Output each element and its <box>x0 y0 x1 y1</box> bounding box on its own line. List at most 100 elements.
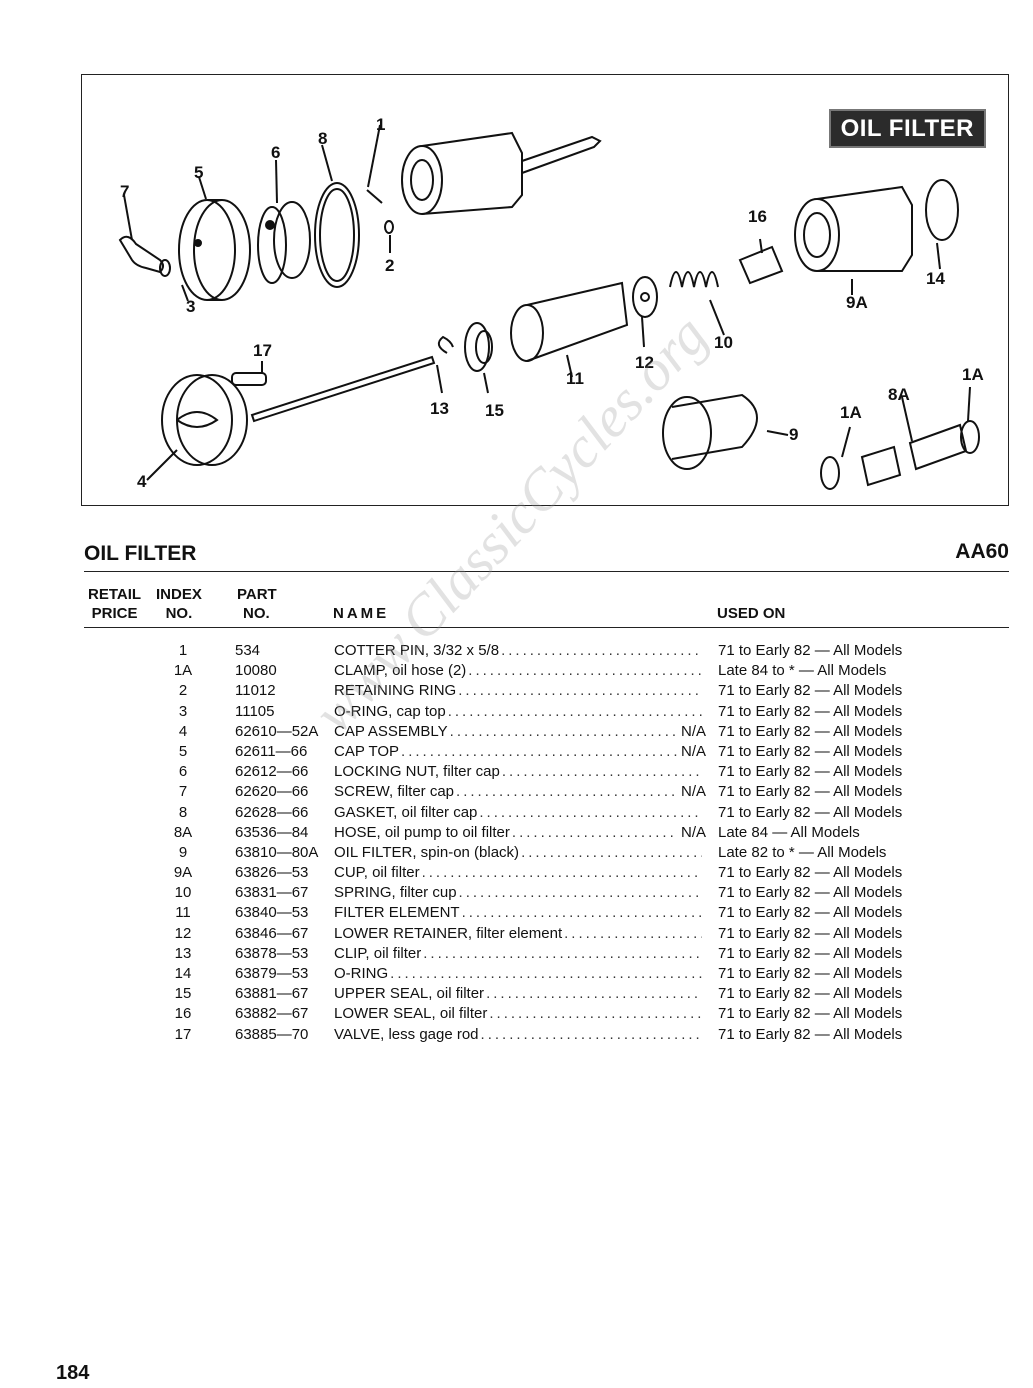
index-no: 13 <box>174 944 192 962</box>
availability <box>702 924 706 944</box>
part-no: 10080 <box>235 662 277 680</box>
availability <box>702 661 706 681</box>
part-name-cell: CAP TOP.................................… <box>334 742 706 762</box>
availability: N/A <box>680 742 706 760</box>
part-no: 63826—53 <box>235 864 309 882</box>
callout-9: 9 <box>789 425 799 444</box>
callout-5: 5 <box>194 163 204 182</box>
index-no: 1A <box>173 662 193 680</box>
table-row: 13 63878—53 CLIP, oil filter..............… <box>0 944 1033 964</box>
callout-9a: 9A <box>846 293 868 312</box>
callout-13: 13 <box>430 399 449 418</box>
part-name: CAP TOP <box>334 742 400 760</box>
part-name-cell: UPPER SEAL, oil filter..................… <box>334 984 706 1004</box>
section-title: OIL FILTER <box>84 542 197 565</box>
part-name-cell: CLIP, oil filter........................… <box>334 944 706 964</box>
callout-11: 11 <box>566 369 584 388</box>
availability <box>702 903 706 923</box>
callout-1a-right: 1A <box>962 365 984 384</box>
used-on: 71 to Early 82 — All Models <box>718 1025 903 1043</box>
column-header-retail-price: RETAIL PRICE <box>88 585 141 623</box>
availability <box>702 762 706 782</box>
availability <box>702 843 706 863</box>
retail-header-line2: PRICE <box>91 605 138 622</box>
dot-leader: ........................................… <box>401 742 677 760</box>
wing-screw-part <box>118 235 164 274</box>
callout-10: 10 <box>714 333 733 352</box>
part-header-line2: NO. <box>243 605 270 622</box>
column-header-used-on: USED ON <box>717 605 786 622</box>
index-no: 1 <box>178 642 188 659</box>
used-on: 71 to Early 82 — All Models <box>718 702 903 720</box>
used-on: 71 to Early 82 — All Models <box>718 904 903 922</box>
dot-leader: ........................................… <box>456 783 677 801</box>
part-name: LOWER RETAINER, filter element <box>334 924 563 942</box>
availability <box>702 984 706 1004</box>
availability <box>702 863 706 883</box>
dot-leader: ........................................… <box>501 763 702 781</box>
used-on: 71 to Early 82 — All Models <box>718 1005 903 1023</box>
used-on: 71 to Early 82 — All Models <box>718 965 903 982</box>
part-name: SPRING, filter cup <box>334 884 457 902</box>
index-no: 16 <box>174 1005 192 1023</box>
index-no: 9A <box>173 864 193 882</box>
dot-leader: ........................................… <box>461 904 702 922</box>
index-no: 2 <box>178 682 188 700</box>
retail-header-line1: RETAIL <box>88 586 142 603</box>
part-no: 63878—53 <box>235 944 309 962</box>
availability <box>702 883 706 903</box>
dot-leader: ........................................… <box>479 803 702 821</box>
dot-leader: ........................................… <box>421 864 702 882</box>
exploded-diagram: OIL FILTER 1 2 3 4 5 6 7 8 9 9A 10 11 12… <box>81 74 1009 506</box>
used-on: Late 82 to * — All Models <box>718 843 887 861</box>
part-name-cell: LOWER SEAL, oil filter..................… <box>334 1004 706 1024</box>
callout-4: 4 <box>137 472 147 491</box>
part-no: 63882—67 <box>235 1005 309 1023</box>
part-no: 63846—67 <box>235 924 309 942</box>
part-no: 11012 <box>235 682 276 700</box>
part-no: 11105 <box>235 702 275 720</box>
availability <box>702 1004 706 1024</box>
used-on: 71 to Early 82 — All Models <box>718 803 903 821</box>
header-bottom-rule <box>84 627 1009 628</box>
part-name-cell: SCREW, filter cap.......................… <box>334 782 706 802</box>
callout-7: 7 <box>120 182 130 201</box>
part-name: LOWER SEAL, oil filter <box>334 1005 488 1023</box>
part-name: LOCKING NUT, filter cap <box>334 763 500 781</box>
section-code: AA60 <box>955 540 1009 563</box>
index-header-line2: NO. <box>165 605 193 622</box>
used-on: 71 to Early 82 — All Models <box>718 682 903 700</box>
availability: N/A <box>680 722 706 740</box>
availability: N/A <box>680 783 706 801</box>
dot-leader: ........................................… <box>511 823 677 841</box>
part-name: RETAINING RING <box>334 682 457 700</box>
part-no: 63879—53 <box>235 965 309 982</box>
part-name: COTTER PIN, 3/32 x 5/8 <box>334 642 500 659</box>
part-name-cell: O-RING..................................… <box>334 964 706 984</box>
used-on: 71 to Early 82 — All Models <box>718 884 903 902</box>
callout-8: 8 <box>318 129 328 148</box>
callout-1a-left: 1A <box>840 403 862 422</box>
availability <box>702 964 706 984</box>
availability <box>702 1025 706 1045</box>
used-on: 71 to Early 82 — All Models <box>718 985 903 1003</box>
index-no: 4 <box>178 722 188 740</box>
dot-leader: ........................................… <box>449 722 677 740</box>
part-name-cell: LOCKING NUT, filter cap.................… <box>334 762 706 782</box>
dot-leader: ........................................… <box>501 642 702 659</box>
column-header-index-no: INDEX NO. <box>156 585 202 623</box>
dot-leader: ........................................… <box>521 843 702 861</box>
